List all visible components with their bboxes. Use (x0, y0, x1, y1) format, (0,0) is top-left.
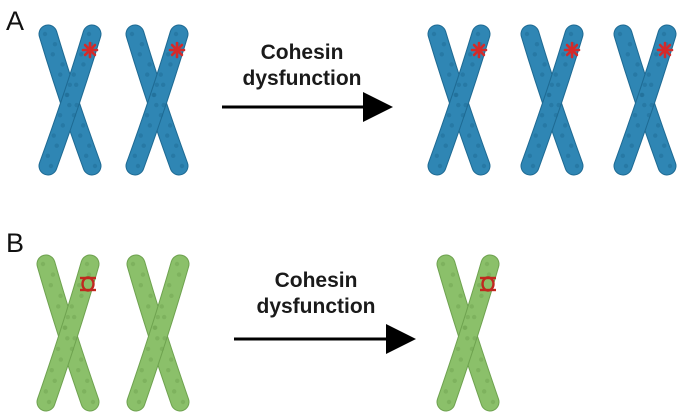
panel-b-after-marker-1 (480, 276, 496, 292)
panel-b-after-chromosome-1 (436, 254, 500, 412)
panel-a-caption: Cohesin dysfunction (212, 40, 392, 92)
panel-b-caption-line2: dysfunction (256, 295, 376, 318)
panel-b-label: B (6, 228, 25, 258)
panel-a-before-marker-1 (81, 41, 99, 59)
panel-b-before-marker-1 (80, 276, 96, 292)
panel-a-caption-line2: dysfunction (242, 67, 362, 90)
panel-a-label: A (6, 6, 25, 36)
panel-a-after-marker-2 (563, 41, 581, 59)
panel-a-before-marker-2 (168, 41, 186, 59)
panel-b-caption-line1: Cohesin (274, 269, 358, 292)
panel-a-after-marker-3 (656, 41, 674, 59)
panel-b-before-chromosome-2 (126, 254, 190, 412)
panel-b-before-chromosome-1 (36, 254, 100, 412)
panel-a-caption-line1: Cohesin (260, 41, 344, 64)
panel-b-caption: Cohesin dysfunction (226, 268, 406, 320)
panel-a-after-marker-1 (470, 41, 488, 59)
